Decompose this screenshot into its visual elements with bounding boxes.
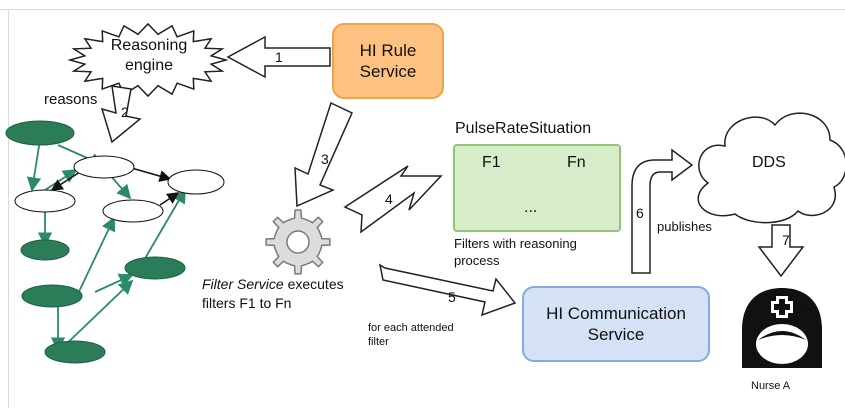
filter-fn-label: Fn (567, 154, 586, 171)
graph-edge (74, 216, 116, 301)
graph-node (124, 256, 186, 280)
graph-node (14, 189, 76, 213)
arrow-4 (343, 165, 443, 234)
graph-node (20, 239, 70, 261)
situation-title: PulseRateSituation (455, 120, 592, 137)
graph-node (5, 120, 75, 146)
graph-node (167, 169, 225, 195)
reasoning-engine-burst (67, 22, 229, 98)
edge-label-2: 2 (121, 104, 129, 120)
filter-f1-label: F1 (482, 154, 501, 171)
graph-edge (59, 279, 134, 351)
edge-label-6: 6 (636, 205, 644, 221)
publishes-label: publishes (657, 219, 712, 234)
edge-label-7: 7 (782, 232, 790, 248)
edge-label-4: 4 (385, 191, 393, 207)
edge-label-1: 1 (275, 49, 283, 65)
pulse-rate-situation-box (453, 144, 621, 232)
nurse-icon (742, 288, 822, 368)
filter-service-name: Filter Service (202, 276, 284, 292)
arrow-2 (100, 85, 142, 144)
nurse-label: Nurse A (751, 380, 791, 392)
graph-edge (109, 174, 132, 200)
reasoning-engine-label: Reasoning engine (110, 37, 188, 74)
arrow-7 (757, 224, 805, 278)
graph-edge (50, 171, 81, 191)
filter-service-verb: executes (283, 276, 344, 292)
gear-icon (265, 209, 331, 275)
graph-edge (94, 273, 134, 293)
edge-label-5: 5 (448, 289, 456, 305)
arrow-5 (378, 263, 517, 317)
graph-node (102, 199, 164, 223)
hi-rule-service-box: HI Rule Service (332, 23, 444, 99)
edge-label-3: 3 (321, 151, 329, 167)
graph-node (44, 340, 106, 364)
filter-service-line2: filters F1 to Fn (202, 295, 292, 311)
arrow-6 (631, 148, 694, 274)
reasoning-graph (5, 120, 225, 364)
dds-cloud (697, 112, 845, 224)
graph-edge (26, 139, 42, 192)
graph-edge (159, 192, 180, 206)
arrow-3 (294, 101, 353, 208)
graph-edge (127, 166, 172, 182)
top-border (0, 9, 845, 10)
graph-node (21, 284, 83, 308)
filter-service-description: Filter Service executes filters F1 to Fn (202, 275, 344, 313)
filter-ellipsis: ... (524, 199, 538, 216)
left-border (8, 9, 9, 408)
hi-communication-service-box: HI Communication Service (522, 286, 710, 362)
dds-label: DDS (752, 154, 786, 171)
filters-caption: Filters with reasoning process (454, 236, 577, 268)
graph-node (73, 155, 135, 179)
arrow-1 (226, 35, 331, 79)
graph-edge (44, 169, 78, 191)
reasons-label: reasons (44, 91, 98, 108)
for-each-filter-label: for each attended filter (368, 322, 454, 348)
